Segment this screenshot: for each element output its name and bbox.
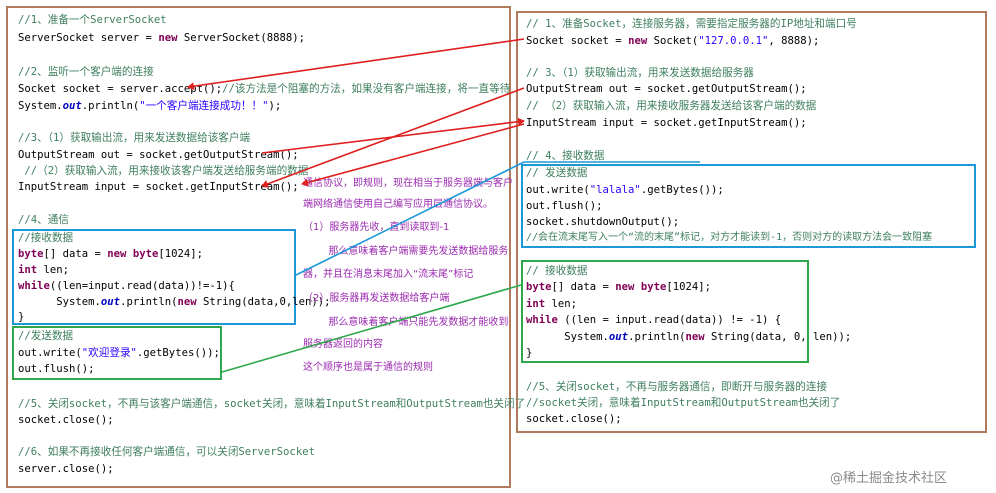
client-recv-comment: // 接收数据 (526, 265, 588, 277)
protocol-note-line-1: 通信协议，即规则，现在相当于服务器端与客户 (303, 178, 513, 189)
client-send-line-3: socket.shutdownOutput(); (526, 216, 680, 228)
server-recv-line-2: int len; (18, 264, 70, 276)
protocol-note-line-2: 端网络通信使用自己编写应用层通信协议。 (303, 199, 493, 210)
arrow-connect (187, 38, 525, 91)
client-recv-line-1: byte[] data = new byte[1024]; (526, 281, 711, 293)
protocol-note-line-7: 那么意味着客户端只能先发数据才能收到 (303, 317, 509, 328)
server-comment-streams1: //3、（1）获取输出流，用来发送数据给该客户端 (18, 132, 251, 144)
watermark: @稀土掘金技术社区 (830, 471, 948, 486)
server-send-line-1: out.write("欢迎登录".getBytes()); (18, 347, 220, 359)
protocol-note-line-8: 服务器返回的内容 (303, 339, 383, 350)
client-socket-line: Socket socket = new Socket("127.0.0.1", … (526, 35, 820, 47)
client-recv-line-5: } (526, 347, 533, 359)
server-comment-prepare: //1、准备一个ServerSocket (18, 14, 167, 26)
protocol-note-line-3: （1）服务器先收，直到读取到-1 (303, 222, 450, 233)
server-recv-line-1: byte[] data = new byte[1024]; (18, 248, 203, 260)
server-send-line-2: out.flush(); (18, 363, 95, 375)
client-comment-close: //5、关闭socket，不再与服务器通信，即断开与服务器的连接 (526, 381, 828, 393)
server-println-line: System.out.println("一个客户端连接成功！！"); (18, 100, 282, 112)
client-receive-box (521, 260, 809, 363)
server-create-line: ServerSocket server = new ServerSocket(8… (18, 32, 306, 44)
server-recv-line-3: while((len=input.read(data))!=-1){ (18, 280, 235, 292)
client-recv-line-4: System.out.println(new String(data, 0, l… (526, 331, 852, 343)
server-comment-streams2: //（2）获取输入流，用来接收该客户端发送给服务端的数据 (18, 165, 309, 177)
server-receive-box (12, 229, 296, 325)
client-output-stream-line: OutputStream out = socket.getOutputStrea… (526, 83, 807, 95)
blue-connector (295, 161, 700, 276)
client-comment-streams2: // （2）获取输入流，用来接收服务器发送给该客户端的数据 (526, 100, 817, 112)
protocol-note-line-6: （2）服务器再发送数据给客户端 (303, 293, 450, 304)
client-code-panel (516, 11, 987, 433)
server-send-box (12, 326, 222, 380)
green-connector (221, 284, 522, 373)
client-comment-streams1: // 3、（1）获取输出流，用来发送数据给服务器 (526, 67, 754, 79)
protocol-note-line-5: 器，并且在消息末尾加入“流末尾”标记 (303, 269, 474, 280)
server-comment-comm: //4、通信 (18, 214, 69, 226)
server-recv-comment: //接收数据 (18, 232, 74, 244)
server-send-comment: //发送数据 (18, 330, 74, 342)
server-close-socket: socket.close(); (18, 414, 114, 426)
client-close-socket: socket.close(); (526, 413, 622, 425)
server-close-server: server.close(); (18, 463, 114, 475)
client-recv-line-2: int len; (526, 298, 578, 310)
client-comment-connect: // 1、准备Socket，连接服务器，需要指定服务器的IP地址和端口号 (526, 18, 857, 30)
client-comment-recv-head: // 4、接收数据 (526, 150, 605, 162)
server-code-panel (6, 6, 511, 488)
server-comment-close2: //6、如果不再接收任何客户端通信，可以关闭ServerSocket (18, 446, 315, 458)
client-send-line-4: //会在流末尾写入一个“流的末尾”标记，对方才能读到-1，否则对方的读取方法会一… (526, 232, 933, 243)
protocol-note-line-4: 那么意味着客户端需要先发送数据给服务 (303, 246, 509, 257)
server-output-stream-line: OutputStream out = socket.getOutputStrea… (18, 149, 299, 161)
server-recv-line-4: System.out.println(new String(data,0,len… (18, 296, 331, 308)
arrow-client-out-to-note (301, 123, 525, 187)
client-send-line-2: out.flush(); (526, 200, 603, 212)
server-recv-line-5: } (18, 311, 25, 323)
client-send-comment: // 发送数据 (526, 167, 588, 179)
arrow-server-out-to-client-in (261, 117, 525, 154)
client-send-line-1: out.write("lalala".getBytes()); (526, 184, 724, 196)
client-recv-line-3: while ((len = input.read(data)) != -1) { (526, 314, 782, 326)
protocol-note-line-9: 这个顺序也是属于通信的规则 (303, 362, 433, 373)
client-comment-close2: //socket关闭，意味着InputStream和OutputStream也关… (526, 397, 841, 409)
server-comment-listen: //2、监听一个客户端的连接 (18, 66, 154, 78)
server-input-stream-line: InputStream input = socket.getInputStrea… (18, 181, 299, 193)
server-comment-close1: //5、关闭socket，不再与该客户端通信，socket关闭，意味着Input… (18, 398, 526, 410)
client-send-box (521, 164, 976, 248)
client-input-stream-line: InputStream input = socket.getInputStrea… (526, 117, 807, 129)
